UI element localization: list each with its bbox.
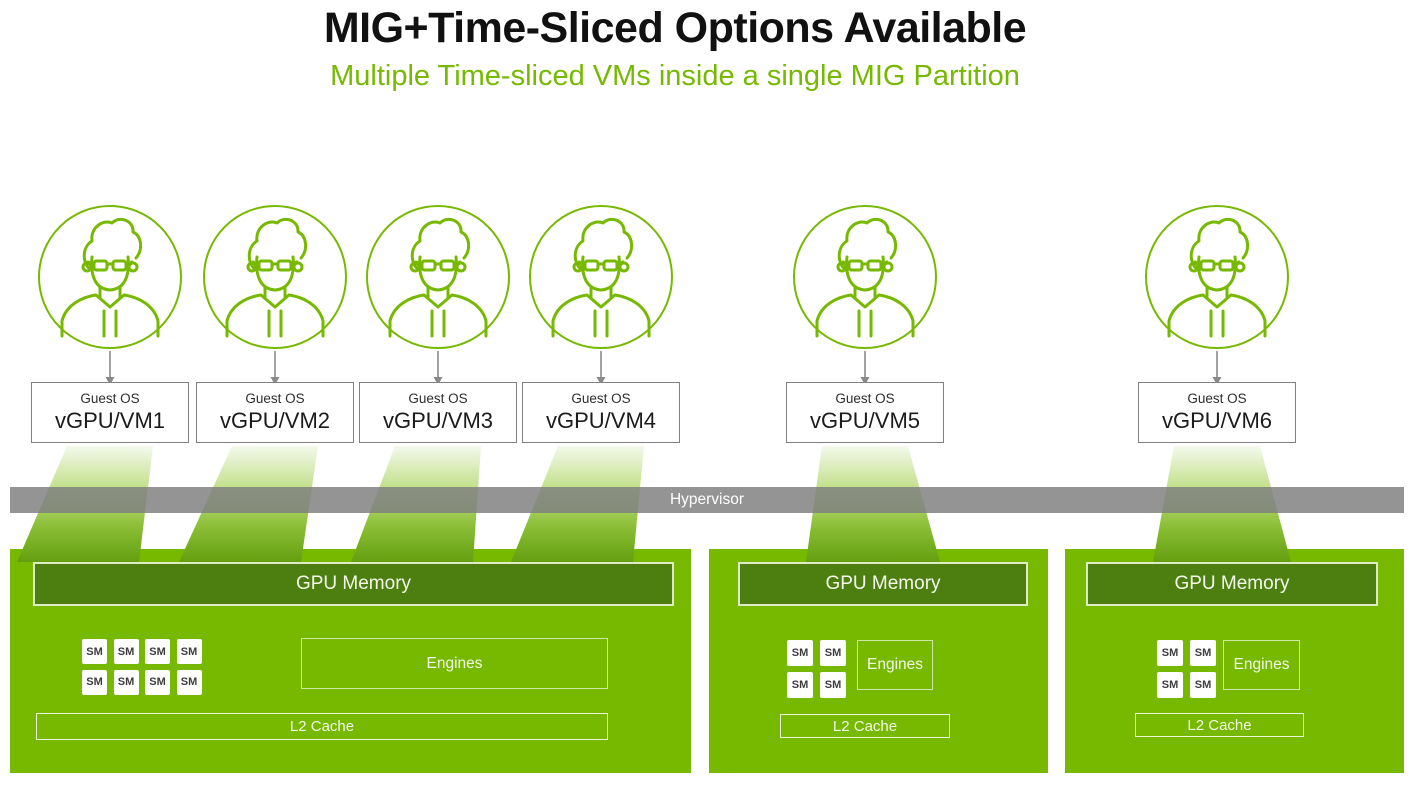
sm-block: SM [1157, 672, 1183, 698]
sm-label: SM [180, 645, 198, 658]
user-avatar-icon [793, 205, 937, 385]
gpu-memory-bar: GPU Memory [738, 562, 1028, 606]
sm-block: SM [820, 672, 846, 698]
sm-block: SM [113, 639, 139, 664]
guest-os-box: Guest OS vGPU/VM2 [196, 382, 354, 443]
l2-cache-box: L2 Cache [36, 713, 608, 740]
engines-box: Engines [301, 638, 608, 689]
down-arrow-icon [596, 377, 606, 385]
user-avatar-icon [1145, 205, 1289, 385]
user-avatar-icon [38, 205, 182, 385]
sm-block: SM [1157, 640, 1183, 666]
sm-label: SM [824, 679, 842, 691]
l2-cache-label: L2 Cache [832, 717, 898, 735]
sm-block: SM [145, 639, 170, 664]
gpu-memory-label: GPU Memory [295, 573, 412, 594]
vm-node: Guest OS vGPU/VM4 [521, 205, 681, 450]
guest-os-box: Guest OS vGPU/VM3 [359, 382, 517, 443]
engines-box: Engines [857, 640, 933, 690]
vm-name-label: vGPU/VM5 [809, 408, 921, 433]
sm-label: SM [149, 676, 166, 688]
slide-subtitle: Multiple Time-sliced VMs inside a single… [330, 60, 1020, 92]
gpu-memory-bar: GPU Memory [1086, 562, 1378, 606]
sm-block: SM [787, 672, 813, 698]
vm-node: Guest OS vGPU/VM3 [358, 205, 518, 450]
l2-cache-label: L2 Cache [1187, 716, 1252, 734]
guest-os-box: Guest OS vGPU/VM5 [786, 382, 944, 443]
guest-os-label: Guest OS [571, 391, 631, 406]
engines-label: Engines [426, 654, 483, 672]
down-arrow-icon [860, 377, 870, 385]
sm-label: SM [791, 679, 809, 691]
guest-os-box: Guest OS vGPU/VM1 [31, 382, 189, 443]
vm-node: Guest OS vGPU/VM1 [30, 205, 190, 450]
down-arrow-icon [105, 377, 115, 385]
engines-label: Engines [1233, 656, 1290, 673]
sm-block: SM [820, 640, 846, 666]
sm-label: SM [824, 647, 842, 659]
sm-block: SM [176, 669, 202, 695]
guest-os-box: Guest OS vGPU/VM4 [522, 382, 680, 443]
vm-name-label: vGPU/VM3 [382, 408, 494, 433]
sm-label: SM [117, 676, 135, 688]
hypervisor-bar: Hypervisor [10, 487, 1404, 513]
l2-cache-label: L2 Cache [289, 718, 355, 735]
hypervisor-label: Hypervisor [669, 491, 745, 508]
gpu-memory-bar: GPU Memory [33, 562, 674, 606]
sm-label: SM [1194, 679, 1212, 691]
vm-name-label: vGPU/VM4 [545, 408, 657, 433]
engines-label: Engines [866, 656, 923, 673]
slide-title: MIG+Time-Sliced Options Available [323, 4, 1027, 52]
guest-os-label: Guest OS [245, 391, 305, 406]
l2-cache-box: L2 Cache [1135, 713, 1304, 737]
sm-block: SM [787, 640, 813, 666]
sm-block: SM [113, 669, 139, 695]
sm-label: SM [180, 676, 198, 688]
l2-cache-box: L2 Cache [780, 714, 950, 738]
down-arrow-icon [433, 377, 443, 385]
vm-name-label: vGPU/VM6 [1161, 408, 1273, 433]
sm-label: SM [1161, 647, 1179, 659]
sm-label: SM [791, 647, 809, 659]
guest-os-label: Guest OS [408, 391, 468, 406]
sm-label: SM [117, 645, 135, 658]
guest-os-label: Guest OS [1187, 391, 1247, 406]
down-arrow-icon [270, 377, 280, 385]
sm-block: SM [145, 669, 170, 695]
sm-label: SM [86, 645, 103, 658]
user-avatar-icon [203, 205, 347, 385]
sm-label: SM [1194, 647, 1212, 659]
user-avatar-icon [366, 205, 510, 385]
vm-node: Guest OS vGPU/VM2 [195, 205, 355, 450]
vm-node: Guest OS vGPU/VM6 [1137, 205, 1297, 450]
gpu-memory-label: GPU Memory [825, 573, 941, 594]
sm-label: SM [86, 676, 103, 688]
sm-label: SM [149, 645, 166, 658]
sm-block: SM [1190, 672, 1216, 698]
sm-block: SM [82, 669, 107, 695]
vm-name-label: vGPU/VM1 [54, 408, 166, 433]
sm-label: SM [1161, 679, 1179, 691]
vm-name-label: vGPU/VM2 [219, 408, 331, 433]
user-avatar-icon [529, 205, 673, 385]
guest-os-label: Guest OS [80, 391, 140, 406]
engines-box: Engines [1223, 640, 1300, 690]
down-arrow-icon [1212, 377, 1222, 385]
sm-block: SM [1190, 640, 1216, 666]
sm-block: SM [82, 639, 107, 664]
gpu-memory-label: GPU Memory [1174, 573, 1290, 594]
guest-os-box: Guest OS vGPU/VM6 [1138, 382, 1296, 443]
vm-node: Guest OS vGPU/VM5 [785, 205, 945, 450]
guest-os-label: Guest OS [835, 391, 895, 406]
sm-block: SM [176, 639, 202, 664]
